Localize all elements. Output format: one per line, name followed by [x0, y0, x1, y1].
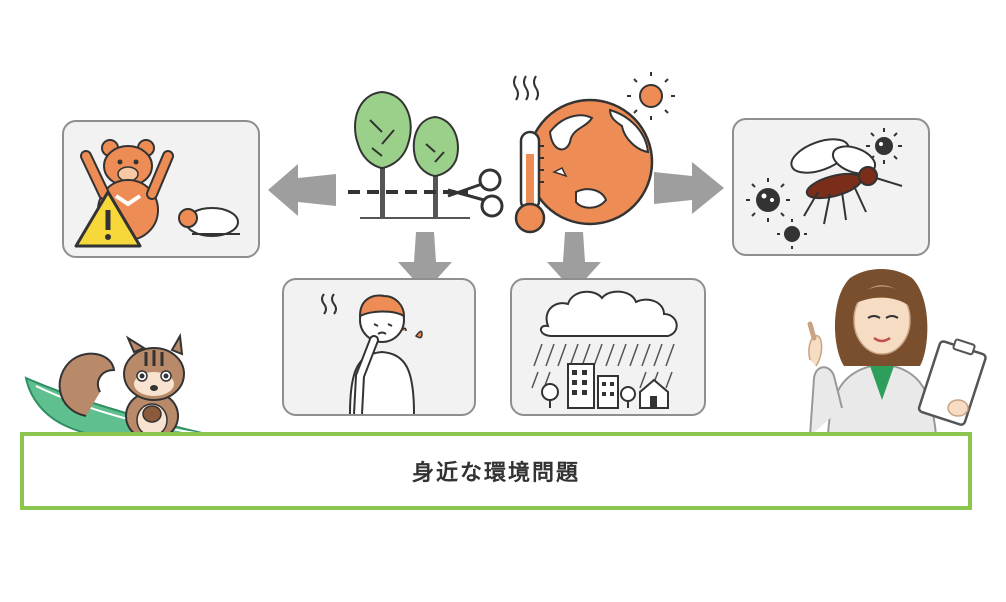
card-heatstroke — [282, 278, 476, 416]
arrow-down-icon — [396, 232, 454, 292]
card-bear-warning — [62, 120, 260, 258]
heavy-rain-city-icon — [531, 290, 678, 409]
banner-title: 身近な環境問題 — [411, 461, 580, 486]
card-heavy-rain — [510, 278, 706, 416]
bear-warning-icon — [74, 139, 240, 248]
heatstroke-person-icon — [321, 293, 423, 414]
presenter-woman-icon — [790, 268, 990, 436]
center-illustration — [340, 72, 680, 242]
squirrel-mascot-icon — [16, 330, 216, 450]
card-mosquito-virus — [732, 118, 930, 256]
topic-banner: 身近な環境問題 — [20, 432, 972, 510]
arrow-down-icon — [545, 232, 603, 292]
clipboard-icon — [917, 338, 987, 426]
mosquito-virus-icon — [746, 128, 903, 249]
thermometer-icon — [514, 130, 546, 234]
sun-icon — [627, 72, 675, 120]
hot-earth-icon — [526, 98, 654, 226]
arrow-right-icon — [652, 160, 724, 216]
scissors-icon — [447, 168, 504, 218]
arrow-left-icon — [268, 162, 338, 218]
trees-cut-icon — [348, 90, 470, 219]
